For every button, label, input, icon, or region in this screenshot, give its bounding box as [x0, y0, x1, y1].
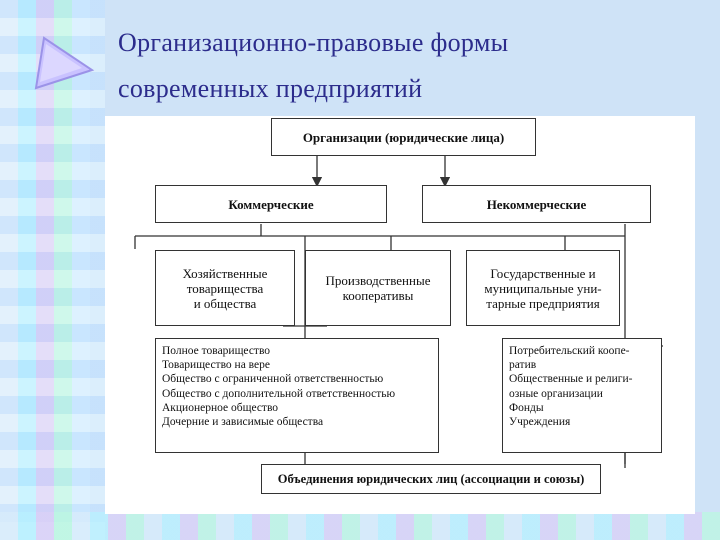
list-item: озные организации [509, 387, 603, 400]
decorative-strip [0, 0, 105, 540]
list-item: Потребительский коопе- [509, 345, 630, 357]
list-item: Общественные и религи- [509, 373, 633, 386]
partnerships-line-3: и общества [193, 295, 257, 311]
cooperatives-line-2: кооперативы [342, 288, 414, 303]
list-item: Товарищество на вере [162, 359, 271, 372]
list-item: Дочерние и зависимые общества [162, 416, 324, 429]
list-item: Общество с ограниченной ответственностью [162, 373, 384, 386]
page-title: Организационно-правовые формы современны… [118, 20, 678, 112]
org-forms-diagram: Организации (юридические лица) Коммерчес… [105, 116, 695, 514]
list-item: ратив [509, 359, 537, 372]
partnerships-line-1: Хозяйственные [182, 265, 268, 281]
decorative-bottom-strip [0, 512, 720, 540]
triangle-arrow-icon [34, 36, 95, 90]
noncommercial-box: Некоммерческие [422, 185, 651, 223]
unitary-line-3: тарные предприятия [486, 295, 600, 311]
commercial-forms-list: Полное товарищество Товарищество на вере… [155, 338, 439, 453]
unitary-line-2: муниципальные уни- [484, 280, 602, 296]
title-line-2: современных предприятий [118, 74, 423, 103]
list-item: Учреждения [509, 416, 571, 429]
list-item: Фонды [509, 401, 544, 414]
cooperatives-line-1: Производственные [325, 273, 431, 288]
commercial-box: Коммерческие [155, 185, 387, 223]
partnerships-box: Хозяйственные товарищества и общества [155, 250, 295, 326]
list-item: Полное товарищество [162, 345, 271, 357]
unitary-line-1: Государственные и [490, 265, 596, 281]
title-line-1: Организационно-правовые формы [118, 28, 509, 57]
partnerships-line-2: товарищества [186, 280, 264, 296]
unitary-enterprises-box: Государственные и муниципальные уни- тар… [466, 250, 620, 326]
associations-box: Объединения юридических лиц (ассоциации … [261, 464, 601, 494]
list-item: Общество с дополнительной ответственност… [162, 387, 396, 400]
cooperatives-box: Производственные кооперативы [305, 250, 451, 326]
list-item: Акционерное общество [162, 401, 279, 414]
root-organizations-box: Организации (юридические лица) [271, 118, 536, 156]
noncommercial-forms-list: Потребительский коопе- ратив Общественны… [502, 338, 662, 453]
